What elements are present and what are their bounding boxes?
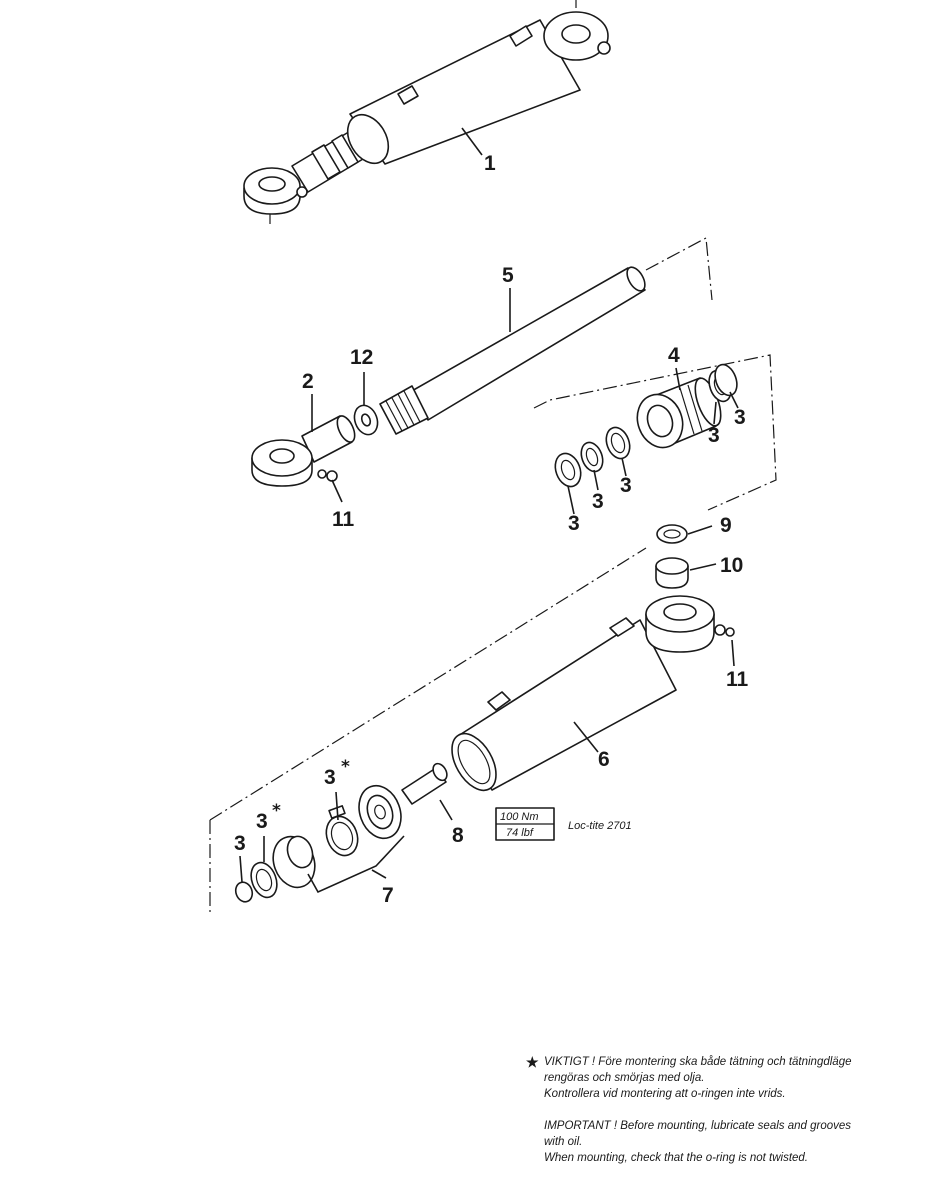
callout-star-a: *: [341, 757, 350, 777]
note-en-line-1: IMPORTANT ! Before mounting, lubricate s…: [544, 1120, 852, 1132]
note-sv-line-2: rengöras och smörjas med olja.: [544, 1072, 705, 1084]
callout-10: 10: [720, 554, 743, 577]
callout-7: 7: [382, 884, 394, 907]
torque-imperial: 74 lbf: [506, 827, 534, 839]
callout-3f: 3: [324, 766, 336, 789]
callout-8: 8: [452, 824, 464, 847]
gland-seal-group: [533, 354, 777, 515]
callout-2: 2: [302, 370, 314, 393]
piston-group: [234, 762, 555, 903]
note-en-line-3: When mounting, check that the o-ring is …: [544, 1152, 808, 1164]
callout-3g: 3: [256, 810, 268, 833]
note-sv-line-1: VIKTIGT ! Före montering ska både tätnin…: [544, 1056, 852, 1068]
callout-1: 1: [484, 152, 496, 175]
torque-compound: Loc-tite 2701: [568, 820, 632, 832]
callout-11a: 11: [332, 508, 355, 531]
piston-rod-group: [251, 237, 713, 503]
callout-4: 4: [668, 344, 680, 367]
assembled-cylinder: [243, 0, 611, 224]
star-bullet-icon: ★: [526, 1054, 539, 1070]
cylinder-barrel-group: [209, 524, 735, 912]
callout-9: 9: [720, 514, 732, 537]
callout-11b: 11: [726, 668, 749, 691]
note-en-line-2: with oil.: [544, 1136, 583, 1148]
callout-3c: 3: [592, 490, 604, 513]
callout-3b: 3: [734, 406, 746, 429]
mounting-note: ★ VIKTIGT ! Före montering ska både tätn…: [526, 1054, 921, 1166]
callout-3e: 3: [568, 512, 580, 535]
torque-metric: 100 Nm: [500, 811, 539, 823]
callout-3d: 3: [620, 474, 632, 497]
callout-12: 12: [350, 346, 373, 369]
callout-star-b: *: [272, 801, 281, 821]
callout-3h: 3: [234, 832, 246, 855]
callout-5: 5: [502, 264, 514, 287]
callout-3a: 3: [708, 424, 720, 447]
note-sv-line-3: Kontrollera vid montering att o-ringen i…: [544, 1088, 786, 1100]
callout-6: 6: [598, 748, 610, 771]
